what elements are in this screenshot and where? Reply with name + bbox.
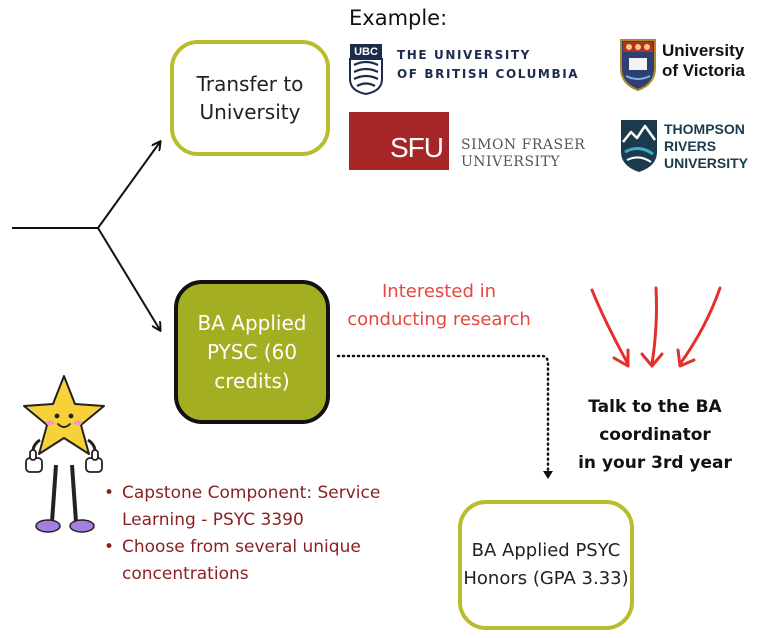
transfer-node-line1: Transfer to <box>196 72 304 96</box>
branch-arrow-ba <box>97 227 160 330</box>
bullet-icon: • <box>104 483 115 503</box>
ba-node-line3: credits) <box>214 368 290 393</box>
tru-mountain-icon <box>621 120 657 172</box>
tru-name-line3: UNIVERSITY <box>664 155 749 171</box>
research-label-line2: conducting research <box>347 309 531 330</box>
sfu-abbr: SFU <box>390 132 444 163</box>
example-label: Example: <box>349 6 448 30</box>
ubc-name: THE UNIVERSITY OF BRITISH COLUMBIA <box>397 46 579 84</box>
star-mascot-icon <box>23 375 105 533</box>
tru-name-line2: RIVERS <box>664 138 717 154</box>
feature-1-line2: Learning - PSYC 3390 <box>122 510 304 530</box>
tru-name: THOMPSON RIVERS UNIVERSITY <box>664 121 748 172</box>
sfu-name-line1: SIMON FRASER <box>461 137 586 153</box>
uvic-name-line1: University <box>662 41 745 60</box>
honors-node-line2: Honors (GPA 3.33) <box>463 568 629 589</box>
feature-2-line1: Choose from several unique <box>122 537 361 557</box>
ba-node-line1: BA Applied <box>197 310 307 335</box>
sfu-name: SIMON FRASER UNIVERSITY <box>461 137 585 171</box>
ba-honors-node: BA Applied PSYC Honors (GPA 3.33) <box>458 500 634 630</box>
talk-label-line2: coordinator <box>599 425 711 445</box>
uvic-name: University of Victoria <box>662 41 745 81</box>
dotted-arrow-honors <box>336 354 553 480</box>
feature-item: • Capstone Component: Service Learning -… <box>100 480 420 534</box>
red-arrow-icon <box>590 286 722 368</box>
honors-node-line1: BA Applied PSYC <box>471 540 621 561</box>
talk-to-coordinator-label: Talk to the BA coordinator in your 3rd y… <box>560 393 750 477</box>
ba-applied-psyc-node: BA Applied PYSC (60 credits) <box>174 280 330 424</box>
research-label-line1: Interested in <box>382 281 496 302</box>
sfu-logo: SFU <box>349 112 449 170</box>
sfu-name-line2: UNIVERSITY <box>461 154 561 170</box>
transfer-node-line2: University <box>199 100 301 124</box>
ubc-name-line2: OF BRITISH COLUMBIA <box>397 67 580 81</box>
branch-arrow-transfer <box>97 142 160 229</box>
feature-1-line1: Capstone Component: Service <box>122 483 381 503</box>
ubc-name-line1: THE UNIVERSITY <box>397 48 531 62</box>
talk-label-line3: in your 3rd year <box>578 453 732 473</box>
uvic-name-line2: of Victoria <box>662 61 745 80</box>
ubc-crest-icon: UBC <box>349 44 383 95</box>
feature-item: • Choose from several unique concentrati… <box>100 534 420 588</box>
transfer-to-university-node: Transfer to University <box>170 40 330 156</box>
feature-2-line2: concentrations <box>122 564 249 584</box>
uvic-crest-icon <box>620 39 656 92</box>
tru-name-line1: THOMPSON <box>664 121 745 137</box>
research-label: Interested in conducting research <box>344 278 534 334</box>
ba-node-line2: PYSC (60 <box>206 339 298 364</box>
features-list: • Capstone Component: Service Learning -… <box>100 480 420 588</box>
bullet-icon: • <box>104 537 115 557</box>
talk-label-line1: Talk to the BA <box>588 397 722 417</box>
ubc-abbr: UBC <box>354 46 378 58</box>
